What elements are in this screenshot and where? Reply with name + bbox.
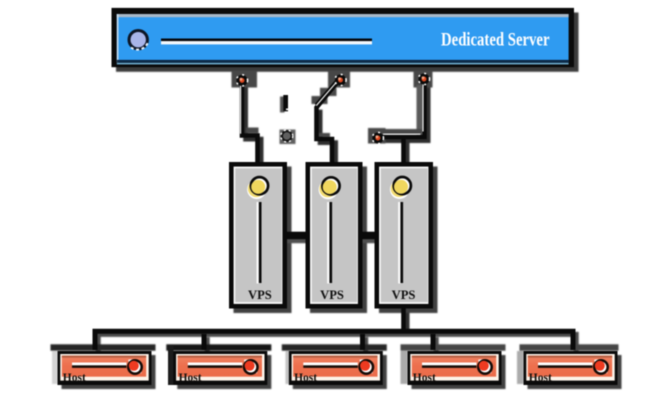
svg-text:Host: Host	[179, 372, 202, 384]
svg-text:Host: Host	[529, 372, 552, 384]
svg-text:Host: Host	[63, 372, 86, 384]
svg-text:VPS: VPS	[320, 288, 344, 302]
svg-text:VPS: VPS	[248, 288, 272, 302]
svg-text:Host: Host	[294, 372, 317, 384]
svg-text:Dedicated Server: Dedicated Server	[441, 30, 550, 51]
svg-text:VPS: VPS	[392, 288, 416, 302]
svg-text:Host: Host	[413, 372, 436, 384]
